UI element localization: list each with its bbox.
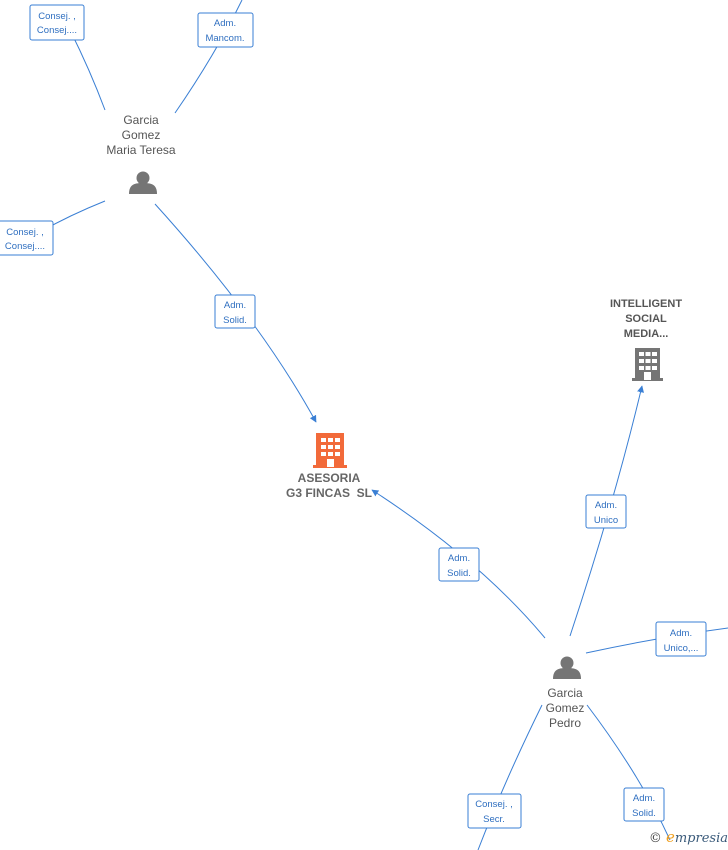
person-icon	[129, 171, 157, 194]
relation-label-adm-mancom[interactable]: Adm. Mancom.	[197, 12, 254, 48]
relation-label-consej-top-left[interactable]: Consej. , Consej....	[29, 4, 85, 41]
relation-label-line: Solid.	[632, 808, 656, 819]
person-name-line: Pedro	[549, 716, 581, 730]
relation-label-adm-unico-multi[interactable]: Adm. Unico,...	[655, 621, 707, 657]
person-name-line: Garcia	[547, 686, 583, 700]
relation-label-line: Unico,...	[664, 643, 699, 654]
person-node-pedro[interactable]: Garcia Gomez Pedro	[546, 656, 585, 731]
relation-label-consej-secr[interactable]: Consej. , Secr.	[467, 793, 522, 829]
company-name-line: INTELLIGENT	[610, 298, 682, 310]
relation-label-line: Adm.	[633, 793, 655, 804]
building-icon	[632, 348, 663, 381]
relation-label-line: Consej. ,	[475, 799, 513, 810]
relation-label-line: Consej. ,	[38, 11, 76, 22]
relation-label-adm-unico[interactable]: Adm. Unico	[585, 494, 627, 529]
company-name-line: SOCIAL	[625, 313, 667, 325]
relation-label-consej-left[interactable]: Consej. , Consej....	[0, 220, 54, 256]
edge-pedro-adm-solid-bottom	[586, 704, 671, 841]
relation-label-line: Solid.	[447, 568, 471, 579]
company-name-line: MEDIA...	[624, 328, 669, 340]
relation-label-line: Consej....	[37, 25, 77, 36]
person-icon	[553, 656, 581, 679]
edge-pedro-consej-secr	[477, 704, 543, 850]
edge-maria-consej-top-left	[69, 29, 106, 111]
edge-maria-adm-mancom	[174, 0, 243, 114]
copyright-symbol: ©	[648, 831, 662, 846]
company-name-line: G3 FINCAS SL	[286, 486, 372, 500]
company-node-intelligent-social-media[interactable]: INTELLIGENT SOCIAL MEDIA...	[610, 298, 682, 381]
relation-label-adm-solid-maria[interactable]: Adm. Solid.	[214, 294, 256, 329]
relation-label-adm-solid-pedro[interactable]: Adm. Solid.	[438, 547, 480, 582]
person-name-line: Gomez	[546, 701, 585, 715]
relation-label-line: Consej. ,	[6, 227, 44, 238]
relation-label-line: Mancom.	[205, 33, 244, 44]
relation-label-line: Adm.	[214, 18, 236, 29]
person-node-maria-teresa[interactable]: Garcia Gomez Maria Teresa	[106, 113, 176, 194]
relation-label-line: Solid.	[223, 315, 247, 326]
building-icon	[313, 433, 347, 468]
relation-label-line: Adm.	[595, 500, 617, 511]
company-name-line: ASESORIA	[298, 471, 361, 485]
relation-label-line: Secr.	[483, 814, 505, 825]
person-name-line: Gomez	[122, 128, 161, 142]
relation-label-line: Adm.	[224, 300, 246, 311]
brand-logo-name: mpresia	[674, 831, 728, 846]
brand-logo-initial: e	[665, 828, 675, 846]
person-name-line: Maria Teresa	[106, 143, 175, 157]
relation-label-adm-solid-bottom[interactable]: Adm. Solid.	[623, 787, 665, 822]
person-name-line: Garcia	[123, 113, 159, 127]
company-node-asesoria[interactable]: ASESORIA G3 FINCAS SL	[286, 433, 372, 500]
relation-label-line: Adm.	[670, 628, 692, 639]
empresia-watermark: © empresia	[649, 828, 728, 846]
relation-label-line: Consej....	[5, 241, 45, 252]
relation-label-line: Adm.	[448, 553, 470, 564]
relation-label-line: Unico	[594, 515, 618, 526]
